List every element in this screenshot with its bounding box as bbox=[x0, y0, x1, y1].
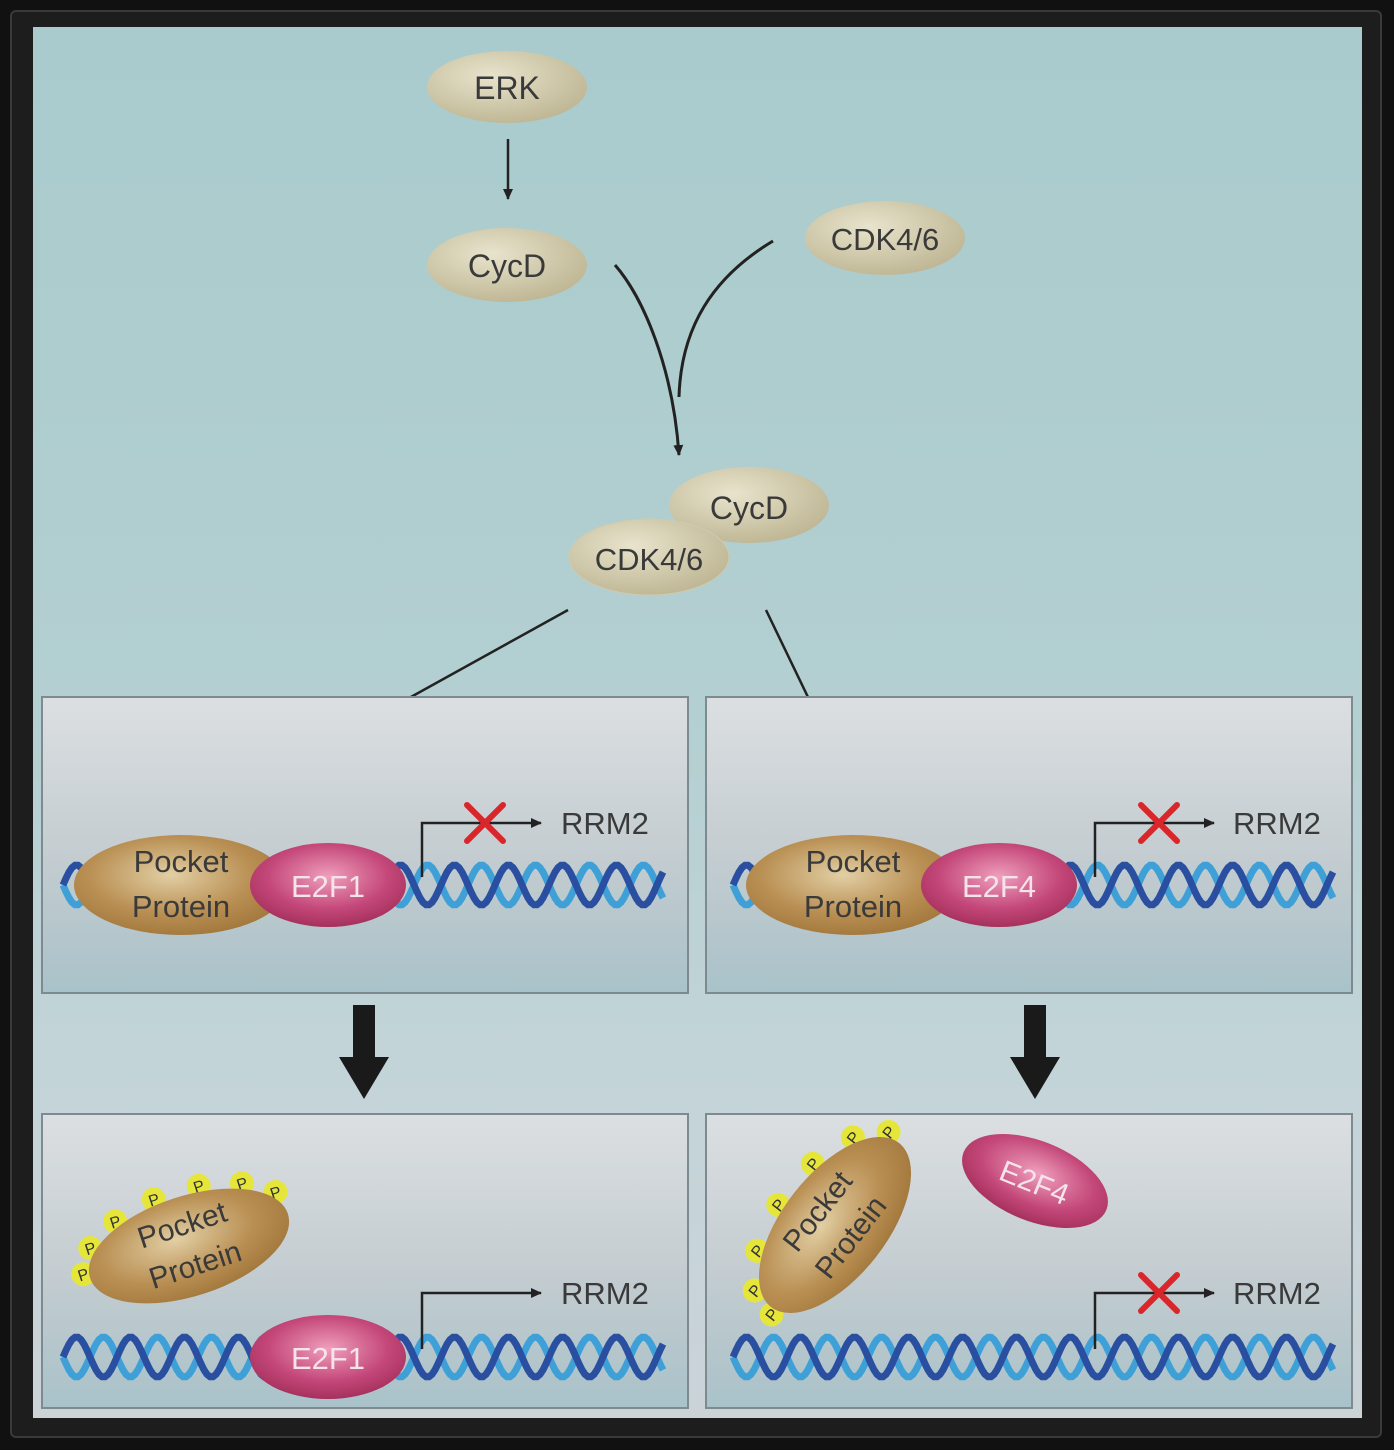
pocket-label-line1: Pocket bbox=[134, 844, 229, 879]
pocket-protein: Pocket Protein bbox=[74, 835, 288, 935]
e2f1-label: E2F1 bbox=[291, 869, 365, 904]
down-arrow-left bbox=[339, 1005, 389, 1099]
blocked-x-icon bbox=[464, 802, 506, 844]
complex-cdk46-label: CDK4/6 bbox=[595, 542, 704, 577]
panel-top-right: Pocket Protein E2F4 RRM2 bbox=[705, 696, 1353, 994]
pocket-protein: Pocket Protein bbox=[746, 835, 960, 935]
blocked-x-icon bbox=[1138, 802, 1180, 844]
cycd-node: CycD bbox=[427, 228, 587, 302]
cycd-cdk46-complex: CycD CDK4/6 bbox=[568, 467, 829, 596]
rrm2-gene-label: RRM2 bbox=[1233, 1276, 1321, 1311]
e2f4-protein: E2F4 bbox=[962, 1134, 1108, 1228]
transcription-arrow bbox=[1093, 1288, 1215, 1349]
down-arrow-right bbox=[1010, 1005, 1060, 1099]
e2f1-protein: E2F1 bbox=[250, 1315, 406, 1399]
erk-label: ERK bbox=[474, 70, 540, 106]
e2f4-label: E2F4 bbox=[962, 869, 1036, 904]
cdk46-label: CDK4/6 bbox=[831, 222, 940, 257]
blocked-x-icon bbox=[1138, 1272, 1180, 1314]
pocket-label-line2: Protein bbox=[804, 889, 902, 924]
e2f1-label: E2F1 bbox=[291, 1341, 365, 1376]
rrm2-gene-label: RRM2 bbox=[561, 1276, 649, 1311]
e2f1-protein: E2F1 bbox=[250, 843, 406, 927]
pocket-label-line1: Pocket bbox=[806, 844, 901, 879]
transcription-arrow bbox=[420, 818, 542, 877]
dna-strand bbox=[729, 1333, 1337, 1381]
rrm2-gene-label: RRM2 bbox=[561, 806, 649, 841]
phosphate-label: P bbox=[76, 1266, 91, 1285]
cycd-binding-arrow bbox=[613, 264, 684, 456]
complex-cycd-label: CycD bbox=[710, 490, 788, 526]
e2f4-protein: E2F4 bbox=[921, 843, 1077, 927]
pathway-diagram: ERK CycD CDK4/6 CycD CDK4/6 Pocket Prote… bbox=[41, 51, 1353, 1409]
erk-node: ERK bbox=[427, 51, 587, 123]
panel-top-left: Pocket Protein E2F1 RRM2 bbox=[41, 696, 689, 994]
pocket-label-line2: Protein bbox=[132, 889, 230, 924]
transcription-arrow bbox=[1093, 818, 1215, 877]
rrm2-gene-label: RRM2 bbox=[1233, 806, 1321, 841]
cdk46-binding-arrow bbox=[677, 239, 774, 398]
cycd-label: CycD bbox=[468, 248, 546, 284]
transcription-arrow bbox=[420, 1288, 542, 1349]
diagram-canvas: ERK CycD CDK4/6 CycD CDK4/6 Pocket Prote… bbox=[33, 27, 1362, 1418]
cdk46-node: CDK4/6 bbox=[805, 201, 965, 275]
